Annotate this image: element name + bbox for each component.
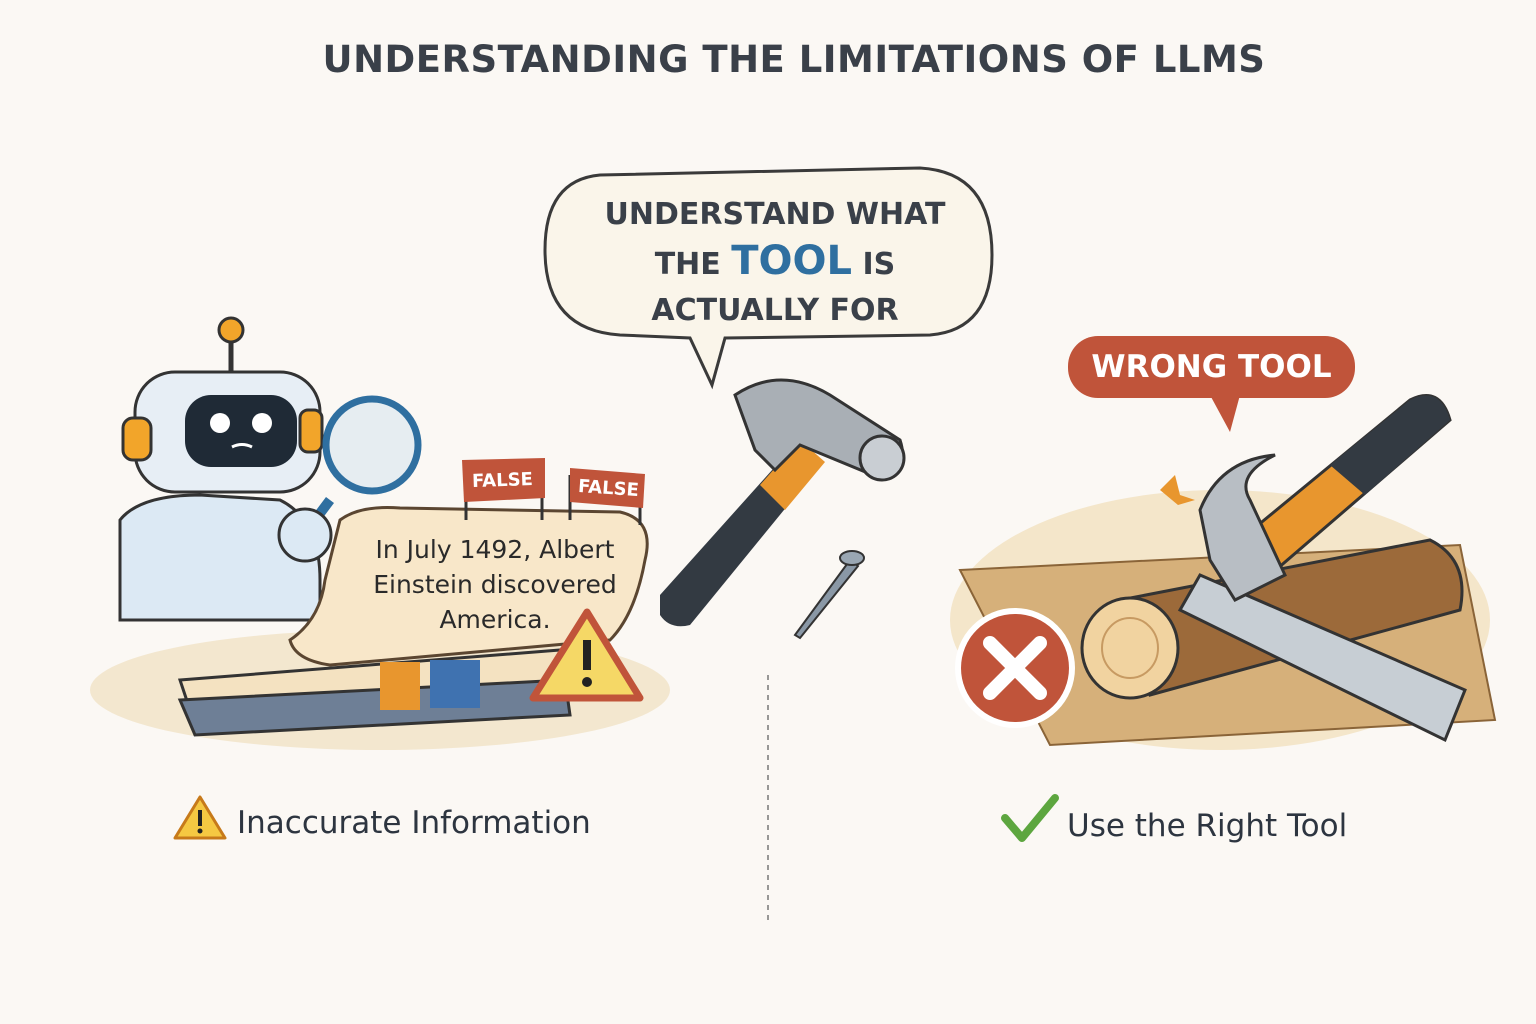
bubble-line-2: THE TOOL IS bbox=[560, 238, 990, 288]
saw-icon bbox=[1177, 573, 1467, 743]
x-mark-icon bbox=[955, 608, 1075, 728]
nail-icon bbox=[793, 550, 865, 640]
bubble-line-1: UNDERSTAND WHAT bbox=[604, 197, 946, 232]
false-flag-2: FALSE bbox=[577, 475, 640, 502]
hammer-icon bbox=[660, 378, 906, 627]
robot-illustration bbox=[118, 316, 422, 622]
caption-inaccurate-information: Inaccurate Information bbox=[237, 805, 591, 841]
badge-tail bbox=[1210, 395, 1240, 432]
bubble-is: IS bbox=[862, 247, 896, 282]
scroll-text: In July 1492, Albert Einstein discovered… bbox=[373, 535, 617, 634]
bubble-line-3: ACTUALLY FOR bbox=[651, 293, 899, 328]
check-icon bbox=[1001, 794, 1059, 842]
bubble-the: THE bbox=[654, 247, 721, 282]
speech-bubble bbox=[543, 166, 994, 390]
page-title: UNDERSTANDING THE LIMITATIONS OF LLMS bbox=[322, 38, 1266, 81]
false-flag-1: FALSE bbox=[471, 468, 534, 493]
false-flags bbox=[462, 458, 645, 525]
scroll-illustration bbox=[288, 506, 649, 667]
bubble-tool-highlight: TOOL bbox=[731, 238, 853, 284]
hammer-wrong-icon bbox=[1160, 394, 1452, 602]
speech-bubble-text: UNDERSTAND WHAT THE TOOL IS ACTUALLY FOR bbox=[560, 192, 990, 334]
warning-sign-icon bbox=[529, 608, 644, 702]
caption-use-right-tool: Use the Right Tool bbox=[1067, 808, 1348, 844]
warning-icon bbox=[173, 795, 227, 840]
wrong-tool-badge: WRONG TOOL bbox=[1068, 336, 1355, 398]
